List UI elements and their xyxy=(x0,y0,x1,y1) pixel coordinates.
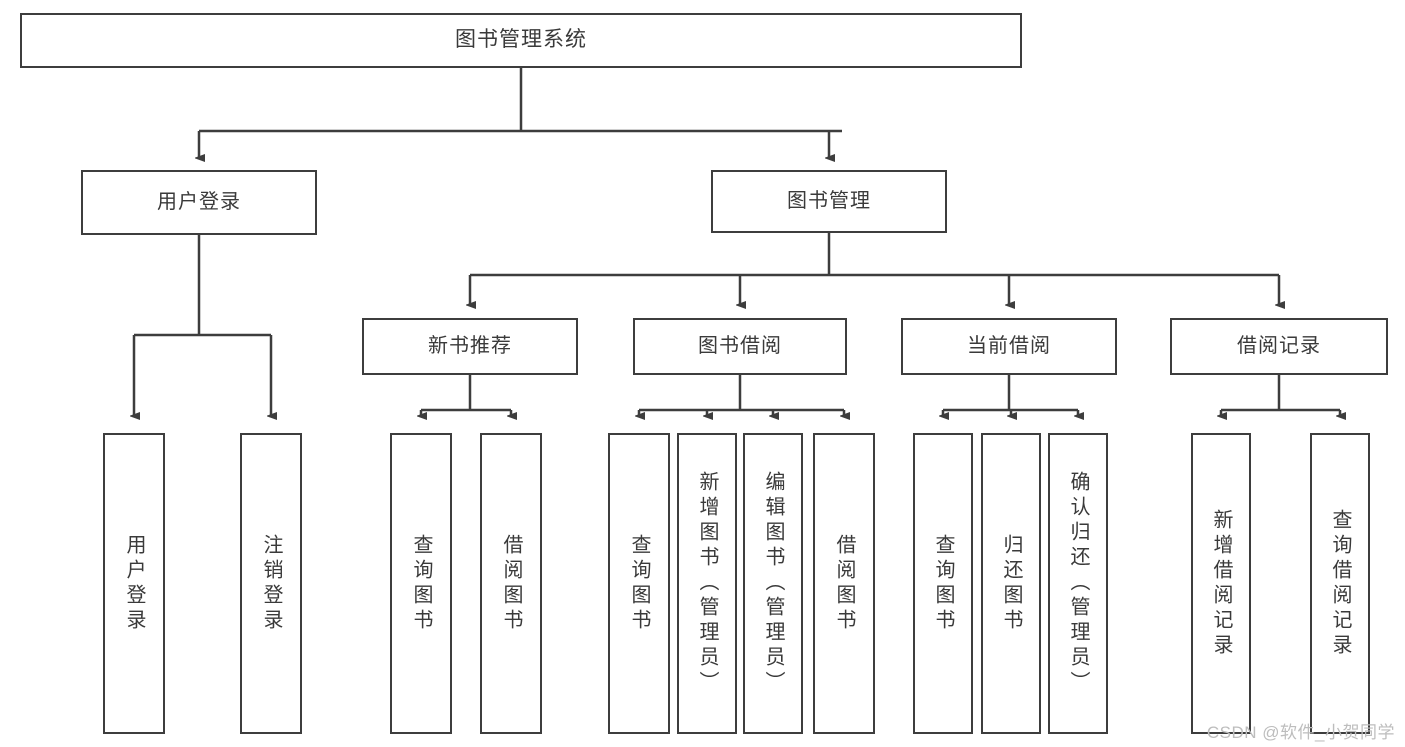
node-leaf-query-book-1[interactable]: 查询图书 xyxy=(390,433,452,734)
node-leaf-confirm-return[interactable]: 确认归还（管理员） xyxy=(1048,433,1108,734)
node-label: 查询图书 xyxy=(932,533,954,634)
node-user-login[interactable]: 用户登录 xyxy=(81,170,317,235)
node-leaf-add-borrow-record[interactable]: 新增借阅记录 xyxy=(1191,433,1251,734)
node-label: 查询图书 xyxy=(628,533,650,634)
node-borrow-record[interactable]: 借阅记录 xyxy=(1170,318,1388,375)
node-new-book-recommend[interactable]: 新书推荐 xyxy=(362,318,578,375)
node-leaf-query-book-3[interactable]: 查询图书 xyxy=(913,433,973,734)
node-leaf-return-book[interactable]: 归还图书 xyxy=(981,433,1041,734)
node-root-system[interactable]: 图书管理系统 xyxy=(20,13,1022,68)
node-label: 新书推荐 xyxy=(428,335,512,357)
node-leaf-borrow-book-2[interactable]: 借阅图书 xyxy=(813,433,875,734)
node-label: 用户登录 xyxy=(123,533,145,634)
node-label: 用户登录 xyxy=(157,191,241,213)
node-leaf-borrow-book-1[interactable]: 借阅图书 xyxy=(480,433,542,734)
node-label: 借阅图书 xyxy=(500,533,522,634)
node-leaf-user-login[interactable]: 用户登录 xyxy=(103,433,165,734)
node-leaf-edit-book[interactable]: 编辑图书（管理员） xyxy=(743,433,803,734)
watermark-text: CSDN @软件_小贺同学 xyxy=(1206,723,1395,742)
node-label: 图书管理 xyxy=(787,190,871,212)
node-leaf-query-book-2[interactable]: 查询图书 xyxy=(608,433,670,734)
node-current-borrow[interactable]: 当前借阅 xyxy=(901,318,1117,375)
node-label: 图书借阅 xyxy=(698,335,782,357)
node-label: 新增图书（管理员） xyxy=(696,471,718,696)
node-leaf-query-borrow-record[interactable]: 查询借阅记录 xyxy=(1310,433,1370,734)
node-book-manage[interactable]: 图书管理 xyxy=(711,170,947,233)
node-label: 归还图书 xyxy=(1000,533,1022,634)
node-label: 当前借阅 xyxy=(967,335,1051,357)
node-leaf-add-book[interactable]: 新增图书（管理员） xyxy=(677,433,737,734)
node-label: 查询图书 xyxy=(410,533,432,634)
node-book-borrow[interactable]: 图书借阅 xyxy=(633,318,847,375)
node-label: 查询借阅记录 xyxy=(1329,508,1351,659)
node-label: 新增借阅记录 xyxy=(1210,508,1232,659)
node-label: 图书管理系统 xyxy=(455,28,587,52)
node-label: 借阅图书 xyxy=(833,533,855,634)
node-label: 确认归还（管理员） xyxy=(1067,471,1089,696)
node-leaf-user-logout[interactable]: 注销登录 xyxy=(240,433,302,734)
node-label: 编辑图书（管理员） xyxy=(762,471,784,696)
node-label: 注销登录 xyxy=(260,533,282,634)
node-label: 借阅记录 xyxy=(1237,335,1321,357)
